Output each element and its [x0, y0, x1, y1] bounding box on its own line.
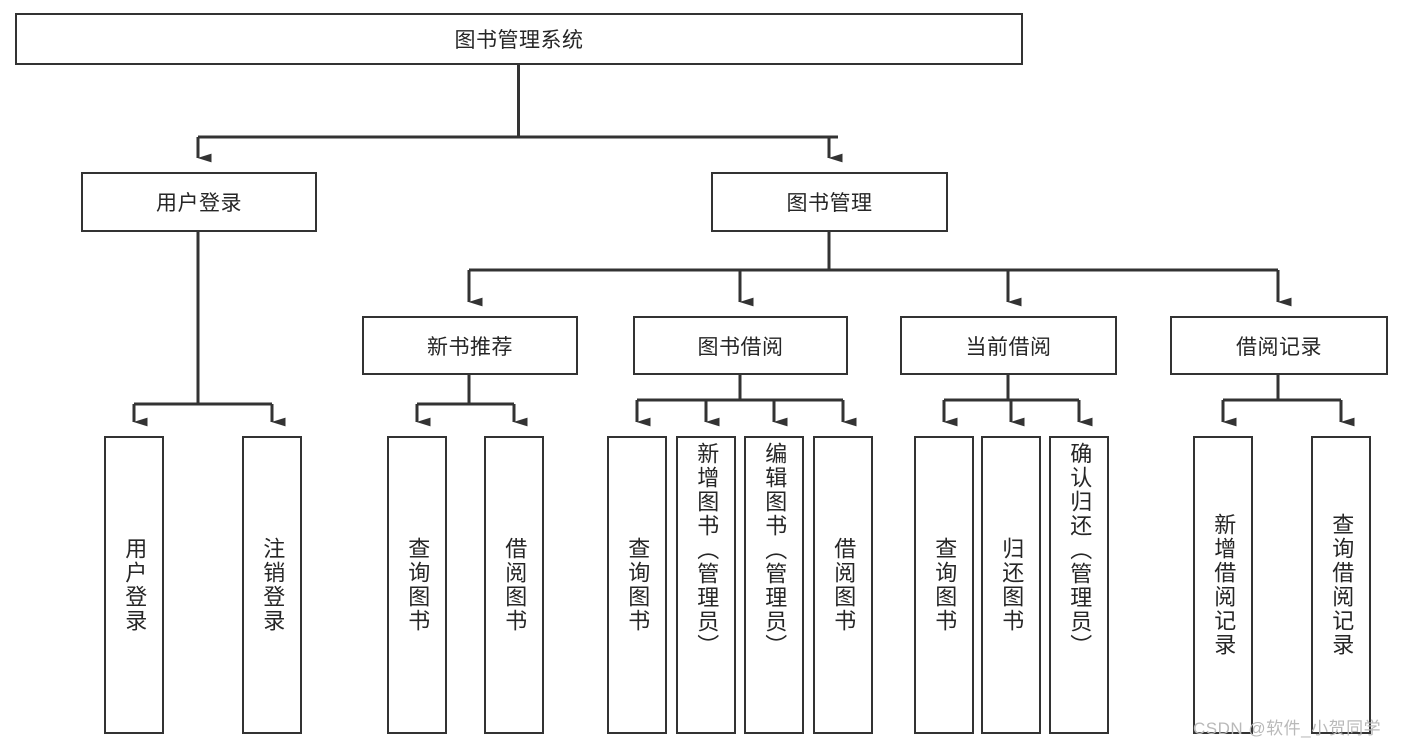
node-label: 借阅记录 [1236, 335, 1322, 359]
node-label: 用户登录 [156, 192, 242, 215]
leaf-borrow-record-query[interactable]: 查询借阅记录 [1311, 436, 1371, 734]
node-book-management[interactable]: 图书管理 [711, 172, 948, 232]
node-label: 归还图书 [999, 537, 1025, 633]
node-borrow-record[interactable]: 借阅记录 [1170, 316, 1388, 375]
node-new-book-recommend[interactable]: 新书推荐 [362, 316, 578, 375]
leaf-current-borrow-return[interactable]: 归还图书 [981, 436, 1041, 734]
node-label: 确认归还（管理员） [1067, 442, 1093, 658]
node-label: 查询图书 [932, 537, 958, 633]
leaf-user-login-signout[interactable]: 注销登录 [242, 436, 302, 734]
node-label: 新增图书（管理员） [694, 442, 720, 658]
node-label: 图书借阅 [697, 335, 784, 359]
leaf-user-login-signin[interactable]: 用户登录 [104, 436, 164, 734]
node-label: 用户登录 [122, 537, 148, 633]
leaf-book-borrow-query[interactable]: 查询图书 [607, 436, 667, 734]
node-user-login[interactable]: 用户登录 [81, 172, 317, 232]
leaf-current-borrow-confirm-admin[interactable]: 确认归还（管理员） [1049, 436, 1109, 734]
node-label: 新书推荐 [427, 335, 513, 359]
node-current-borrow[interactable]: 当前借阅 [900, 316, 1117, 375]
node-label: 借阅图书 [831, 537, 857, 633]
node-label: 借阅图书 [502, 537, 528, 633]
node-label: 当前借阅 [965, 335, 1052, 359]
leaf-new-book-borrow[interactable]: 借阅图书 [484, 436, 544, 734]
node-label: 注销登录 [260, 537, 286, 633]
node-label: 查询图书 [405, 537, 431, 633]
node-label: 新增借阅记录 [1211, 513, 1237, 657]
node-label: 查询借阅记录 [1329, 513, 1355, 657]
leaf-borrow-record-add[interactable]: 新增借阅记录 [1193, 436, 1253, 734]
leaf-book-borrow-add-admin[interactable]: 新增图书（管理员） [676, 436, 736, 734]
node-book-borrow[interactable]: 图书借阅 [633, 316, 848, 375]
node-root-library-system[interactable]: 图书管理系统 [15, 13, 1023, 65]
leaf-current-borrow-query[interactable]: 查询图书 [914, 436, 974, 734]
node-label: 查询图书 [625, 537, 651, 633]
leaf-book-borrow-borrow[interactable]: 借阅图书 [813, 436, 873, 734]
csdn-watermark: CSDN @软件_小贺同学 [1193, 719, 1382, 738]
node-label: 编辑图书（管理员） [762, 442, 788, 658]
leaf-book-borrow-edit-admin[interactable]: 编辑图书（管理员） [744, 436, 804, 734]
node-label: 图书管理系统 [454, 29, 584, 52]
leaf-new-book-query[interactable]: 查询图书 [387, 436, 447, 734]
node-label: 图书管理 [786, 192, 873, 215]
